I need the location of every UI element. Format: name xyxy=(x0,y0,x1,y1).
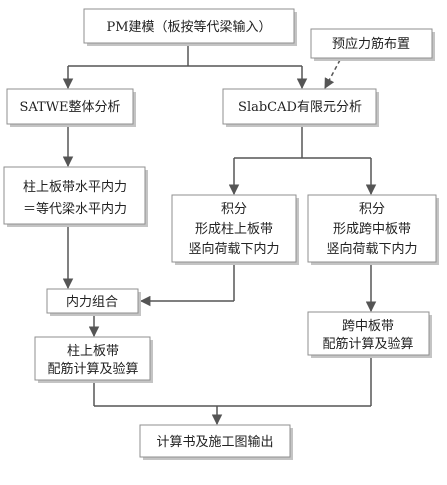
node-force-combination-label: 内力组合 xyxy=(66,294,118,310)
node-pm-input: PM建模（板按等代梁输入） xyxy=(83,8,297,46)
node-column-strip-force-line2: ＝等代梁水平内力 xyxy=(23,201,127,217)
node-column-strip-design-line1: 柱上板带 xyxy=(67,344,119,359)
node-slabcad-label: SlabCAD有限元分析 xyxy=(238,100,362,115)
node-output: 计算书及施工图输出 xyxy=(139,424,293,460)
node-middle-strip-design: 跨中板带 配筋计算及验算 xyxy=(307,311,432,358)
node-output-label: 计算书及施工图输出 xyxy=(156,434,273,450)
node-integral-middle-line1: 积分 xyxy=(359,202,385,217)
node-column-strip-design: 柱上板带 配筋计算及验算 xyxy=(34,336,153,383)
node-middle-strip-design-line1: 跨中板带 xyxy=(342,319,394,334)
node-column-strip-force: 柱上板带水平内力 ＝等代梁水平内力 xyxy=(3,166,148,227)
node-column-strip-force-line1: 柱上板带水平内力 xyxy=(23,179,127,195)
node-slabcad: SlabCAD有限元分析 xyxy=(222,88,379,127)
node-column-strip-design-line2: 配筋计算及验算 xyxy=(47,361,138,377)
node-satwe-label: SATWE整体分析 xyxy=(19,100,120,115)
node-middle-strip-design-line2: 配筋计算及验算 xyxy=(322,336,413,352)
node-integral-column-line3: 竖向荷载下内力 xyxy=(188,241,279,257)
node-integral-column: 积分 形成柱上板带 竖向荷载下内力 xyxy=(171,194,299,265)
node-prestress-label: 预应力筋布置 xyxy=(332,36,410,52)
edge-prestress-to-slabcad xyxy=(324,59,341,89)
node-integral-middle-line3: 竖向荷载下内力 xyxy=(326,241,417,257)
node-pm-input-label: PM建模（板按等代梁输入） xyxy=(106,19,271,35)
node-force-combination: 内力组合 xyxy=(46,288,141,316)
node-integral-column-line1: 积分 xyxy=(221,202,247,217)
node-integral-column-line2: 形成柱上板带 xyxy=(195,222,273,237)
node-satwe: SATWE整体分析 xyxy=(6,88,136,127)
node-prestress: 预应力筋布置 xyxy=(310,28,435,61)
node-integral-middle: 积分 形成跨中板带 竖向荷载下内力 xyxy=(307,194,439,265)
node-integral-middle-line2: 形成跨中板带 xyxy=(333,222,411,237)
